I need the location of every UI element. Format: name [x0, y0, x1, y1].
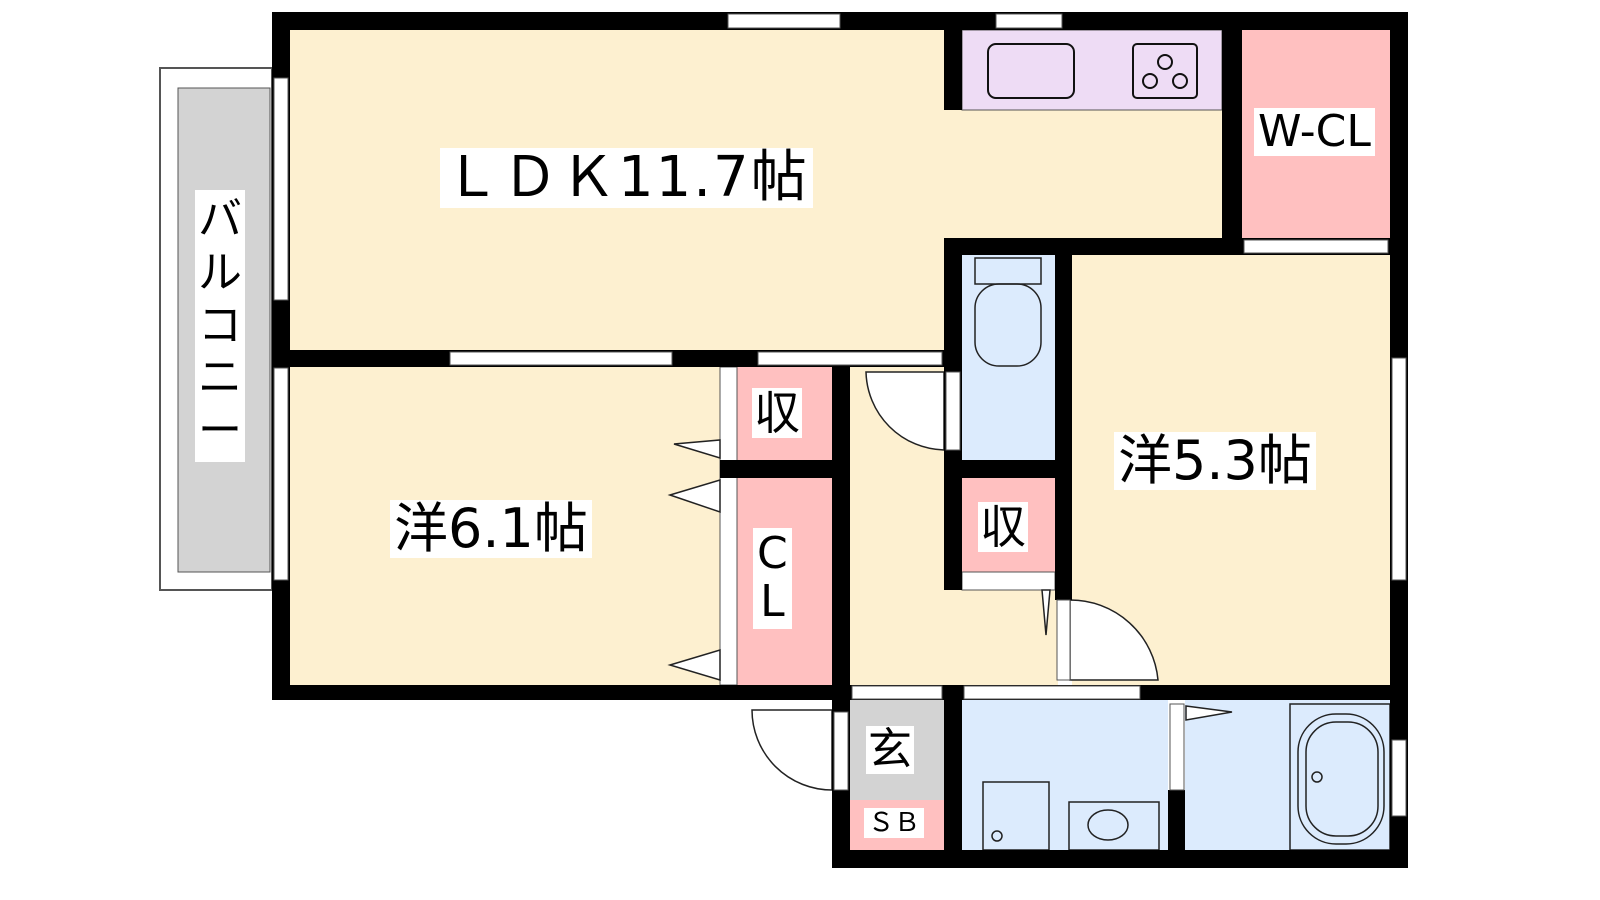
room-label-walk-in-closet: W-CL [1254, 108, 1375, 156]
ldk-floor-kitchen [940, 108, 1224, 240]
door-entrance [751, 709, 833, 791]
room-label-storage-left: 収 [752, 386, 802, 440]
bathroom-floor [1185, 700, 1390, 850]
room-label-entrance: 玄 [866, 724, 914, 775]
room-label-closet: C L [753, 528, 792, 629]
washroom-floor [962, 700, 1168, 850]
windows [273, 13, 1407, 817]
stove-icon [1132, 43, 1198, 99]
room-label-western-a: 洋6.1帖 [390, 500, 592, 558]
sink-icon [987, 43, 1075, 99]
room-label-shoe-box: ＳＢ [864, 808, 925, 838]
door-toilet [865, 371, 945, 451]
room-label-storage-right: 収 [978, 500, 1028, 554]
room-label-balcony: バ ル コ ニ ー [195, 190, 245, 462]
room-label-ldk: ＬＤＫ11.7帖 [440, 148, 813, 208]
room-label-western-b: 洋5.3帖 [1114, 432, 1316, 490]
toilet-floor [962, 255, 1055, 460]
hallway-floor-2 [940, 590, 1058, 685]
door-room-b [1069, 599, 1159, 681]
